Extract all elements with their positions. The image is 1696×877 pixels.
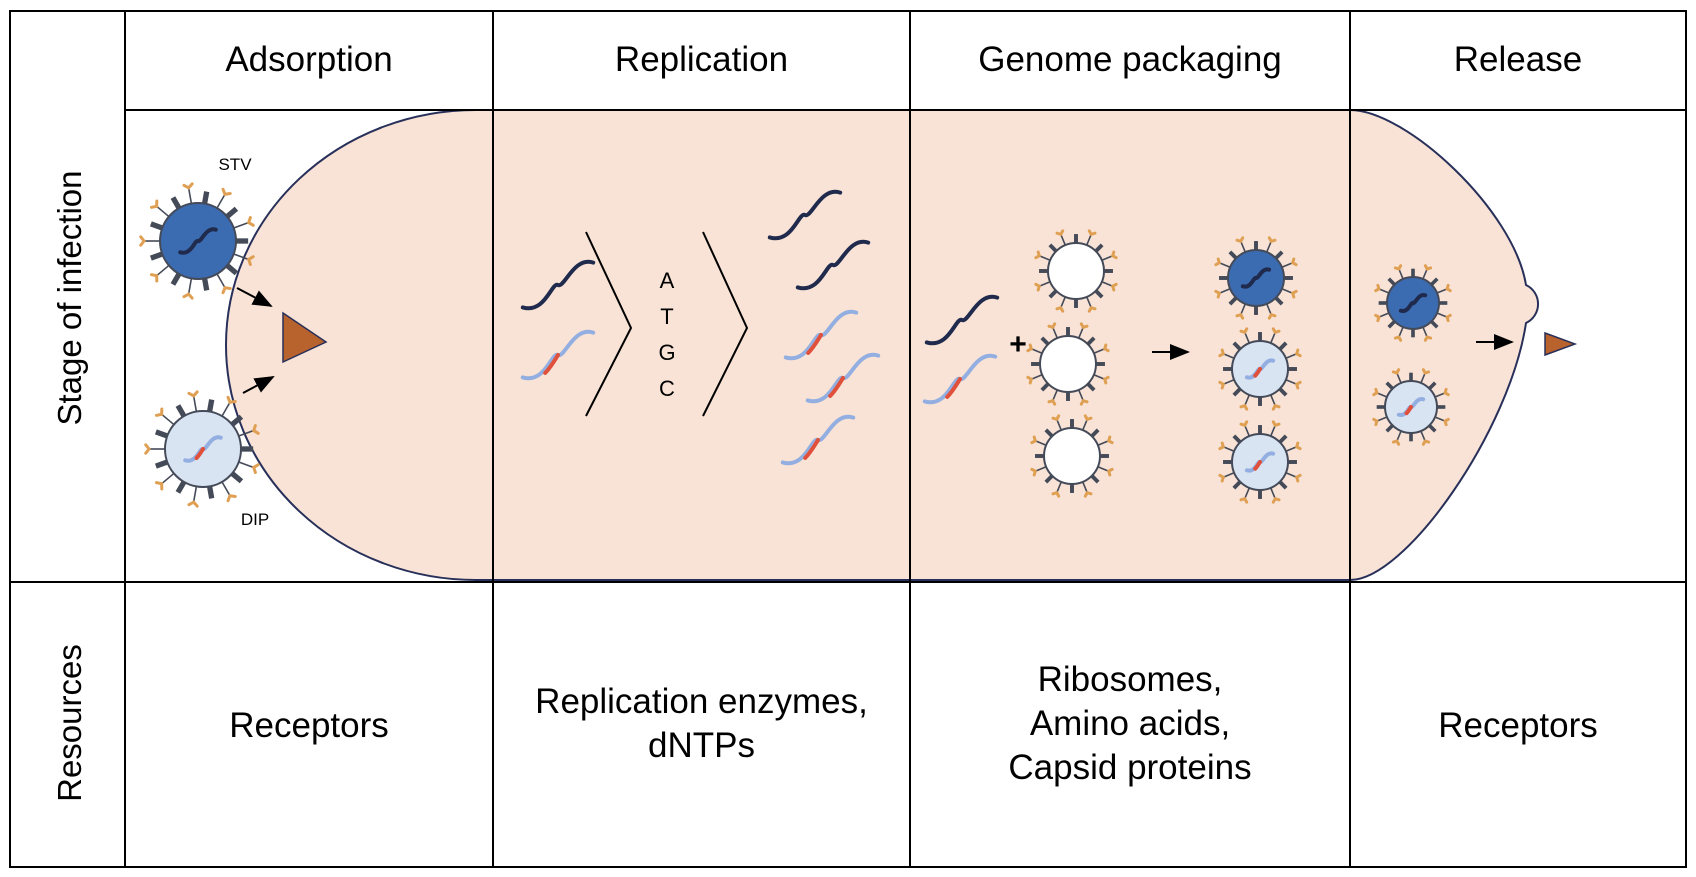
virus-empty-icon	[1034, 229, 1118, 313]
resources-packaging-line: Ribosomes,	[1037, 660, 1223, 699]
resources-replication-line: dNTPs	[648, 726, 755, 765]
virus-particles	[139, 182, 1452, 508]
resources-packaging: Ribosomes, Amino acids, Capsid proteins	[910, 658, 1350, 790]
header-release: Release	[1453, 40, 1583, 79]
chevron-icon	[585, 231, 633, 417]
virus-dip-icon	[1372, 368, 1450, 446]
nucleotide-a: A	[659, 268, 675, 293]
resources-adsorption-line: Receptors	[229, 706, 389, 745]
header-genome-packaging: Genome packaging	[978, 40, 1282, 79]
nucleotide-t: T	[660, 304, 674, 329]
resources-release-line: Receptors	[1438, 706, 1598, 745]
genome-dark	[1240, 267, 1272, 289]
table-grid	[9, 10, 1687, 868]
plus-sign: +	[1009, 328, 1027, 361]
nucleotide-c: C	[659, 376, 675, 401]
virus-stv-icon	[1374, 264, 1452, 342]
receptor-icon	[282, 311, 328, 364]
row-label-resources: Resources	[51, 644, 88, 802]
resources-replication: Replication enzymes, dNTPs	[493, 680, 910, 768]
resources-adsorption: Receptors	[125, 704, 493, 748]
dip-label: DIP	[240, 510, 270, 529]
genome-dark	[767, 189, 843, 241]
virus-dip-icon	[144, 390, 260, 508]
stv-label: STV	[218, 155, 252, 174]
virus-empty-icon	[1030, 414, 1114, 498]
genome-dark	[1398, 293, 1428, 313]
resources-packaging-line: Capsid proteins	[1008, 748, 1252, 787]
resources-replication-line: Replication enzymes,	[535, 682, 868, 721]
virus-empty-icon	[1026, 322, 1110, 406]
virus-dip-icon	[1218, 420, 1302, 504]
genome-dark	[795, 239, 871, 291]
host-cell	[225, 109, 1539, 581]
header-adsorption: Adsorption	[225, 40, 393, 79]
resources-release: Receptors	[1350, 704, 1686, 748]
nucleotide-g: G	[658, 340, 676, 365]
virus-stv-icon	[1214, 236, 1298, 320]
row-label-stage: Stage of infection	[51, 170, 88, 426]
genome-strands	[520, 189, 1000, 466]
genome-dark	[520, 259, 596, 311]
genome-dark	[178, 227, 218, 255]
arrow-icon	[242, 376, 275, 394]
chevron-icon	[702, 231, 749, 417]
arrow-icon	[236, 287, 273, 307]
receptor-icon	[1544, 331, 1578, 357]
header-replication: Replication	[614, 40, 789, 79]
resources-packaging-line: Amino acids,	[1029, 704, 1231, 743]
virus-stv-icon	[139, 182, 255, 300]
genome-dark	[924, 294, 1000, 346]
virus-dip-icon	[1218, 327, 1302, 411]
